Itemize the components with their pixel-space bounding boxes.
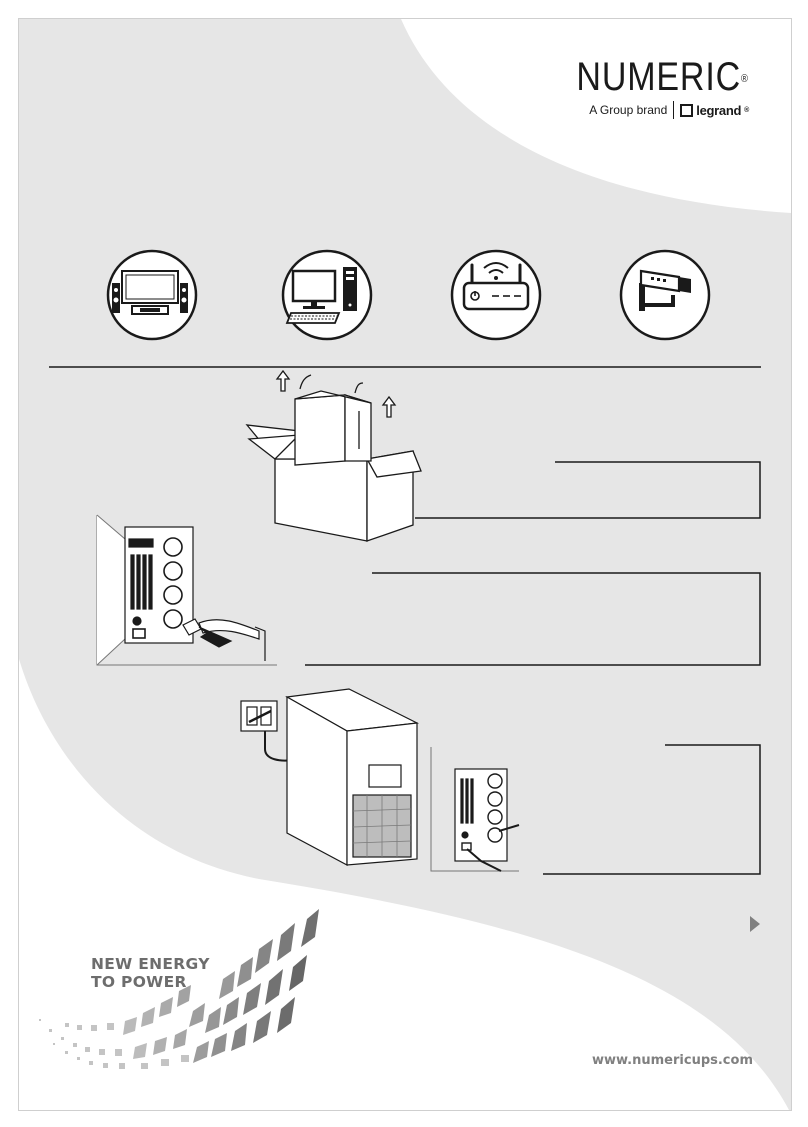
brand-logo: NUMERIC® A Group brand legrand® [546,55,749,119]
brand-name: NUMERIC® [576,55,749,99]
legrand-logo: legrand® [680,103,749,118]
security-camera-icon [619,249,711,341]
page-artwork [19,19,791,1110]
step3-callout [543,744,761,875]
brand-separator [673,101,675,119]
home-theater-icon [106,249,198,341]
quick-start-page: NUMERIC® A Group brand legrand® NEW ENER… [18,18,792,1111]
plug-in-illustration [240,688,520,872]
slogan-line-1: NEW ENERGY [91,955,210,973]
website-url: www.numericups.com [591,1053,753,1068]
background-swoosh [19,19,791,1110]
slogan-line-2: TO POWER [91,973,187,991]
power-cord-illustration [96,514,277,666]
desktop-computer-icon [281,249,373,341]
slogan: NEW ENERGY TO POWER [91,955,210,991]
group-brand-text: A Group brand [589,103,668,117]
legrand-square-icon [680,103,694,117]
unpack-illustration [245,369,422,542]
wifi-router-icon [450,249,542,341]
brand-group-line: A Group brand legrand® [546,101,749,119]
step2-callout [305,572,761,666]
energy-wave-graphic [39,909,319,1069]
next-page-arrow-icon[interactable] [750,916,760,932]
step1-callout [415,461,761,519]
